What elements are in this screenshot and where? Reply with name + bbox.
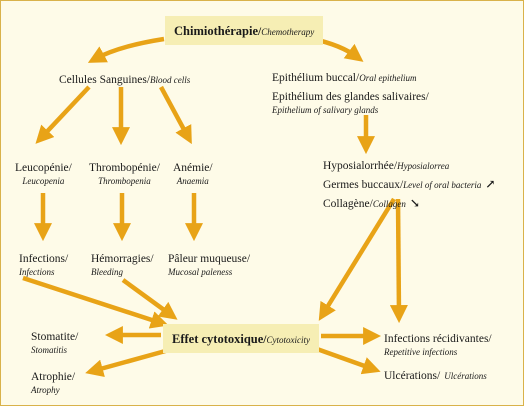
node-salivary-glands: Epithélium des glandes salivaires/ [272, 86, 429, 105]
leucopenia-en: Leucopenia [22, 176, 65, 187]
node-recurrent-infections: Infections récidivantes/ Repetitive infe… [384, 328, 492, 358]
node-oral-epithelium: Epithélium buccal/Oral epithelium Epithé… [272, 67, 429, 116]
ulcerations-en: Ulcérations [444, 371, 487, 381]
arrow-hemorrhages-to-cytotoxicity [121, 278, 178, 320]
collagen-fr: Collagène [323, 198, 370, 211]
node-leucopenia: Leucopénie/ Leucopenia [15, 157, 72, 187]
node-cytotoxicity: Effet cytotoxique/Cytotoxicity [163, 324, 319, 354]
ulcerations-fr: Ulcérations [384, 370, 438, 382]
node-infections: Infections/ Infections [19, 248, 68, 278]
node-hyposalivation: Hyposialorrhée/Hyposialorrea [323, 155, 495, 174]
arrow-infections-to-cytotoxicity [22, 275, 169, 329]
salivary-glands-en: Epithelium of salivary glands [272, 105, 379, 116]
hemorrhages-en: Bleeding [91, 267, 123, 278]
blood-cells-fr: Cellules Sanguines [59, 74, 147, 86]
separator: / [369, 198, 373, 211]
cytotoxicity-fr: Effet cytotoxique [172, 332, 264, 346]
trend-down-icon: ↘ [409, 196, 420, 211]
separator: / [246, 253, 251, 265]
node-stomatitis: Stomatite/ Stomatitis [31, 326, 78, 356]
node-mucosal-pallor: Pâleur muqueuse/ Mucosal paleness [168, 248, 250, 278]
arrow-collagen-to-cytotoxicity [318, 197, 396, 321]
chemotherapy-en: Chemotherapy [261, 27, 315, 37]
mucosal-pallor-en: Mucosal paleness [168, 267, 233, 278]
arrow-blood-cells-to-anemia [159, 85, 192, 145]
hyposalivation-en: Hyposialorrea [397, 161, 450, 171]
anemia-fr: Anémie [173, 162, 210, 174]
node-oral-germs: Germes buccaux/Level of oral bacteria↗ [323, 174, 495, 193]
node-hemorrhages: Hémorragies/ Bleeding [91, 248, 154, 278]
separator: / [68, 162, 72, 174]
collagen-en: Collagen [372, 199, 406, 210]
cytotoxicity-en: Cytotoxicity [266, 335, 310, 345]
arrow-blood-cells-to-leucopenia [35, 85, 91, 144]
infections-fr: Infections [19, 253, 65, 265]
node-blood-cells: Cellules Sanguines/Blood cells [59, 69, 190, 88]
atrophy-fr: Atrophie [31, 371, 72, 383]
hemorrhages-fr: Hémorragies [91, 253, 151, 265]
node-anemia: Anémie/ Anaemia [173, 157, 213, 187]
node-salivary-effects: Hyposialorrhée/Hyposialorrea Germes bucc… [323, 155, 495, 213]
oral-epithelium-en: Oral epithelium [359, 73, 417, 83]
separator: / [258, 26, 262, 38]
oral-germs-fr: Germes buccaux [323, 179, 400, 192]
recurrent-infections-en: Repetitive infections [384, 347, 458, 358]
thrombopenia-en: Thrombopenia [98, 176, 151, 187]
separator: / [146, 74, 151, 86]
node-collagen: Collagène/Collagen↘ [323, 193, 495, 212]
separator: / [393, 160, 398, 172]
node-thrombopenia: Thrombopénie/ Thrombopenia [89, 157, 160, 187]
oral-epithelium-fr: Epithélium buccal [272, 72, 356, 84]
arrow-chemo-to-blood-cells [87, 36, 165, 63]
trend-up-icon: ↗ [485, 177, 496, 192]
separator: / [399, 179, 404, 192]
blood-cells-en: Blood cells [150, 75, 191, 85]
infections-en: Infections [19, 267, 55, 278]
stomatitis-fr: Stomatite [31, 331, 76, 343]
separator: / [425, 91, 429, 104]
chemotherapy-fr: Chimiothérapie [174, 24, 259, 38]
stomatitis-en: Stomatitis [31, 345, 68, 356]
atrophy-en: Atrophy [31, 385, 60, 396]
separator: / [71, 371, 76, 383]
separator: / [488, 333, 492, 345]
separator: / [209, 162, 213, 174]
oral-germs-en: Level of oral bacteria [403, 180, 482, 191]
node-ulcerations: Ulcérations/ Ulcérations [384, 365, 487, 384]
separator: / [156, 162, 160, 174]
node-chemotherapy: Chimiothérapie/Chemotherapy [165, 16, 324, 46]
separator: / [64, 253, 69, 265]
thrombopenia-fr: Thrombopénie [89, 162, 157, 174]
recurrent-infections-fr: Infections récidivantes [384, 333, 489, 345]
arrow-collagen-to-recurrent-infections [389, 198, 408, 324]
salivary-glands-fr: Epithélium des glandes salivaires [272, 91, 426, 104]
hyposalivation-fr: Hyposialorrhée [323, 160, 394, 172]
separator: / [356, 72, 360, 84]
leucopenia-fr: Leucopénie [15, 162, 69, 174]
separator: / [75, 331, 79, 343]
arrow-cytotoxicity-to-atrophy [85, 347, 170, 378]
node-atrophy: Atrophie/ Atrophy [31, 366, 75, 396]
separator: / [150, 253, 154, 265]
separator: / [263, 334, 267, 346]
anemia-en: Anaemia [176, 176, 209, 187]
arrow-cytotoxicity-to-ulcerations [316, 346, 381, 375]
mucosal-pallor-fr: Pâleur muqueuse [168, 253, 247, 265]
separator: / [437, 370, 441, 382]
